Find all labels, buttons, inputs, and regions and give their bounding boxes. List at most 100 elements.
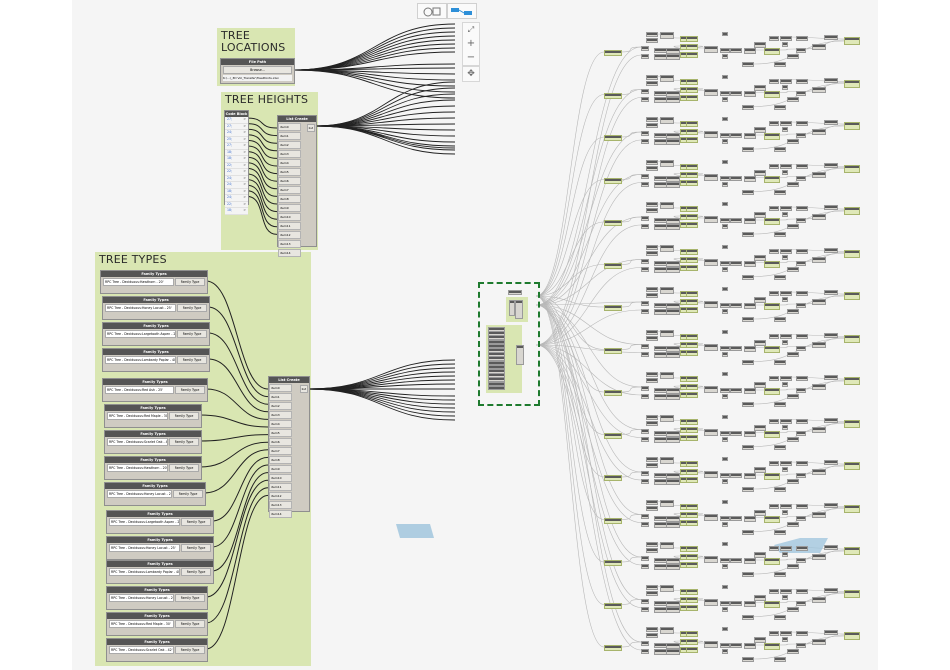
family-type-output-port[interactable]: Family Type <box>177 356 207 364</box>
graph-node[interactable] <box>744 218 756 224</box>
graph-node[interactable] <box>646 548 658 553</box>
graph-node[interactable] <box>780 631 792 636</box>
graph-node[interactable] <box>730 48 742 53</box>
graph-node[interactable] <box>641 266 649 272</box>
graph-node[interactable] <box>844 462 860 470</box>
graph-node[interactable] <box>824 35 838 40</box>
family-type-output-port[interactable]: Family Type <box>177 330 207 338</box>
graph-node[interactable] <box>742 444 754 450</box>
graph-node[interactable] <box>782 339 788 345</box>
graph-node[interactable] <box>787 649 799 654</box>
graph-node[interactable] <box>844 589 860 598</box>
family-types-node[interactable]: Family Types RPC Tree - Deciduous:Lombar… <box>106 560 214 584</box>
family-types-node[interactable]: Family Types RPC Tree - Deciduous:Honey … <box>106 536 214 560</box>
graph-node[interactable] <box>782 424 788 430</box>
graph-node[interactable] <box>641 343 649 349</box>
graph-node[interactable] <box>782 254 788 260</box>
family-types-node[interactable]: Family Types RPC Tree - Deciduous:Larget… <box>106 510 214 534</box>
graph-node[interactable] <box>774 487 786 492</box>
graph-node[interactable] <box>646 590 658 596</box>
graph-node[interactable] <box>646 202 658 207</box>
graph-node[interactable] <box>666 48 680 54</box>
graph-node[interactable] <box>646 165 658 171</box>
graph-node[interactable] <box>782 212 788 217</box>
graph-node[interactable] <box>744 388 756 394</box>
file-path-node[interactable]: File Path Browse... K:\...\_3D Vol_Trans… <box>220 58 295 84</box>
graph-node[interactable] <box>641 564 649 569</box>
graph-node[interactable] <box>764 175 780 183</box>
graph-node[interactable] <box>722 372 728 376</box>
graph-node[interactable] <box>722 32 728 36</box>
graph-node[interactable] <box>796 558 806 563</box>
family-type-dropdown[interactable]: RPC Tree - Deciduous:Honey Locust - 25' <box>105 304 176 312</box>
graph-node[interactable] <box>660 329 674 337</box>
graph-node[interactable] <box>641 46 649 51</box>
output-port[interactable]: > <box>243 182 246 186</box>
graph-node[interactable] <box>722 244 728 249</box>
mini-family-types-node[interactable] <box>488 331 505 336</box>
graph-node[interactable] <box>824 630 838 635</box>
graph-node[interactable] <box>641 394 649 399</box>
graph-node[interactable] <box>787 606 799 612</box>
graph-node[interactable] <box>686 418 698 425</box>
graph-node[interactable] <box>764 388 780 395</box>
graph-node[interactable] <box>812 86 826 93</box>
output-port[interactable]: > <box>243 188 246 193</box>
graph-node[interactable] <box>660 117 674 124</box>
graph-node[interactable] <box>780 78 792 84</box>
mini-family-types-node[interactable] <box>488 335 505 340</box>
graph-node[interactable] <box>686 333 698 340</box>
graph-node[interactable] <box>722 181 728 187</box>
graph-node[interactable] <box>722 627 728 631</box>
code-line[interactable]: 22;> <box>225 169 248 176</box>
graph-node[interactable] <box>666 309 680 315</box>
mini-family-types-node[interactable] <box>488 360 505 366</box>
graph-node[interactable] <box>769 291 779 296</box>
graph-node[interactable] <box>704 386 718 393</box>
output-port[interactable]: > <box>243 143 246 147</box>
graph-node[interactable] <box>742 359 754 365</box>
graph-node[interactable] <box>764 218 780 225</box>
graph-node[interactable] <box>720 430 730 436</box>
graph-node[interactable] <box>844 249 860 258</box>
graph-node[interactable] <box>686 307 698 313</box>
graph-node[interactable] <box>812 129 826 135</box>
graph-node[interactable] <box>646 244 658 250</box>
graph-node[interactable] <box>686 171 698 178</box>
graph-node[interactable] <box>646 627 658 632</box>
graph-node[interactable] <box>796 600 806 606</box>
graph-node[interactable] <box>666 90 680 97</box>
graph-node[interactable] <box>604 645 622 651</box>
graph-node[interactable] <box>641 428 649 434</box>
graph-node[interactable] <box>824 332 838 338</box>
graph-node[interactable] <box>646 457 658 462</box>
mini-family-types-node[interactable] <box>488 377 505 382</box>
family-type-output-port[interactable]: Family Type <box>181 544 211 552</box>
graph-node[interactable] <box>769 588 779 594</box>
graph-node[interactable] <box>720 133 730 138</box>
family-type-output-port[interactable]: Family Type <box>175 620 205 628</box>
graph-node[interactable] <box>764 515 780 523</box>
graph-node[interactable] <box>796 473 806 478</box>
input-port[interactable]: item11 <box>269 483 292 491</box>
graph-node[interactable] <box>780 588 792 594</box>
graph-node[interactable] <box>824 545 838 550</box>
family-types-node[interactable]: Family Types RPC Tree - Deciduous:Scarle… <box>106 638 208 662</box>
graph-node[interactable] <box>780 418 792 424</box>
graph-node[interactable] <box>666 430 680 437</box>
graph-node[interactable] <box>641 301 649 306</box>
input-port[interactable]: item2 <box>269 402 292 410</box>
graph-node[interactable] <box>764 303 780 310</box>
graph-node[interactable] <box>782 169 788 175</box>
graph-node[interactable] <box>844 334 860 343</box>
graph-node[interactable] <box>686 631 698 637</box>
graph-node[interactable] <box>730 558 742 563</box>
graph-node[interactable] <box>769 503 779 509</box>
graph-node[interactable] <box>796 388 806 393</box>
graph-node[interactable] <box>646 584 658 590</box>
zoom-out-button[interactable]: − <box>466 52 476 63</box>
graph-node[interactable] <box>780 121 792 126</box>
graph-node[interactable] <box>742 572 754 577</box>
family-types-node[interactable]: Family Types RPC Tree - Deciduous:Scarle… <box>104 430 202 454</box>
graph-node[interactable] <box>646 250 658 256</box>
